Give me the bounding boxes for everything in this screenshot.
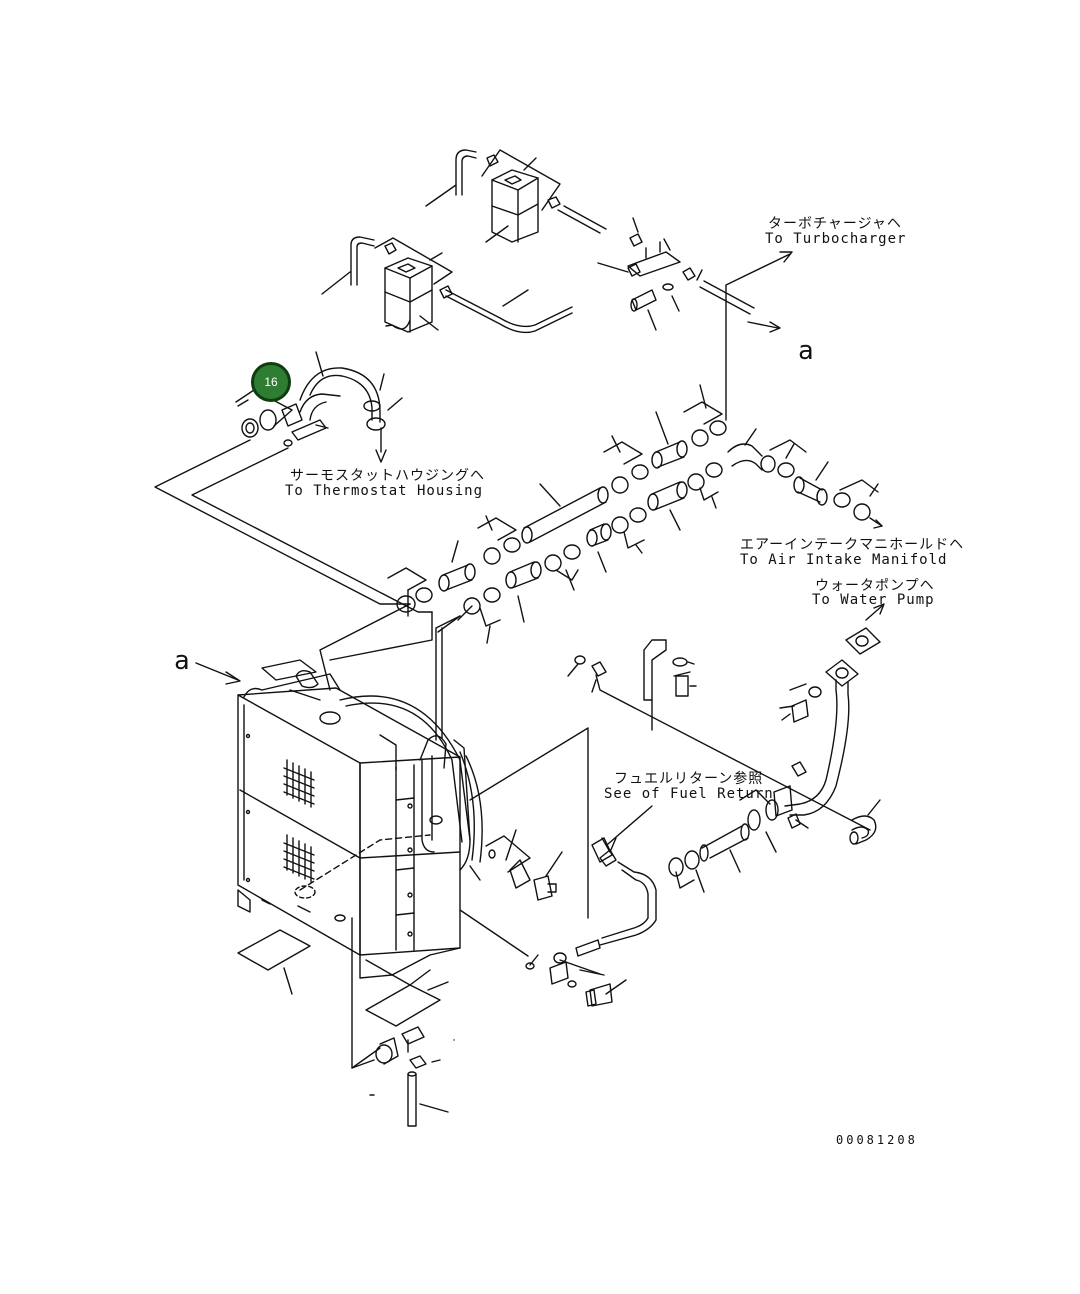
turbocharger-label-en: To Turbocharger [765,231,907,247]
thermostat-hose-assembly [241,367,386,447]
reference-a-left: a [174,646,190,676]
grille-upper [283,759,315,808]
charge-air-hoses [396,299,871,615]
air-intake-label-en: To Air Intake Manifold [740,552,948,568]
turbocharger-label-jp: ターボチャージャヘ [768,216,902,232]
thermostat-label-jp: サーモスタットハウジングヘ [290,468,485,484]
radiator-core [237,659,461,986]
air-intake-label-jp: エアーインテークマニホールドヘ [740,537,965,553]
grille-lower [283,834,315,883]
water-pump-pipe [668,603,885,877]
lower-reservoir-tank [384,257,433,333]
mounting-plates [237,929,441,1027]
water-pump-label-jp: ウォータポンプヘ [815,578,935,594]
upper-reservoir-tank [491,169,539,243]
fuel-return-label-jp: フュエルリターン参照 [614,771,764,787]
fuel-return-label-en: See of Fuel Return [604,786,774,802]
reference-a-top: a [798,336,814,366]
water-pump-label-en: To Water Pump [812,592,935,608]
drawing-number: 00081208 [836,1133,918,1147]
callout-16[interactable]: 16 [251,362,291,402]
thermostat-label-en: To Thermostat Housing [285,483,484,499]
